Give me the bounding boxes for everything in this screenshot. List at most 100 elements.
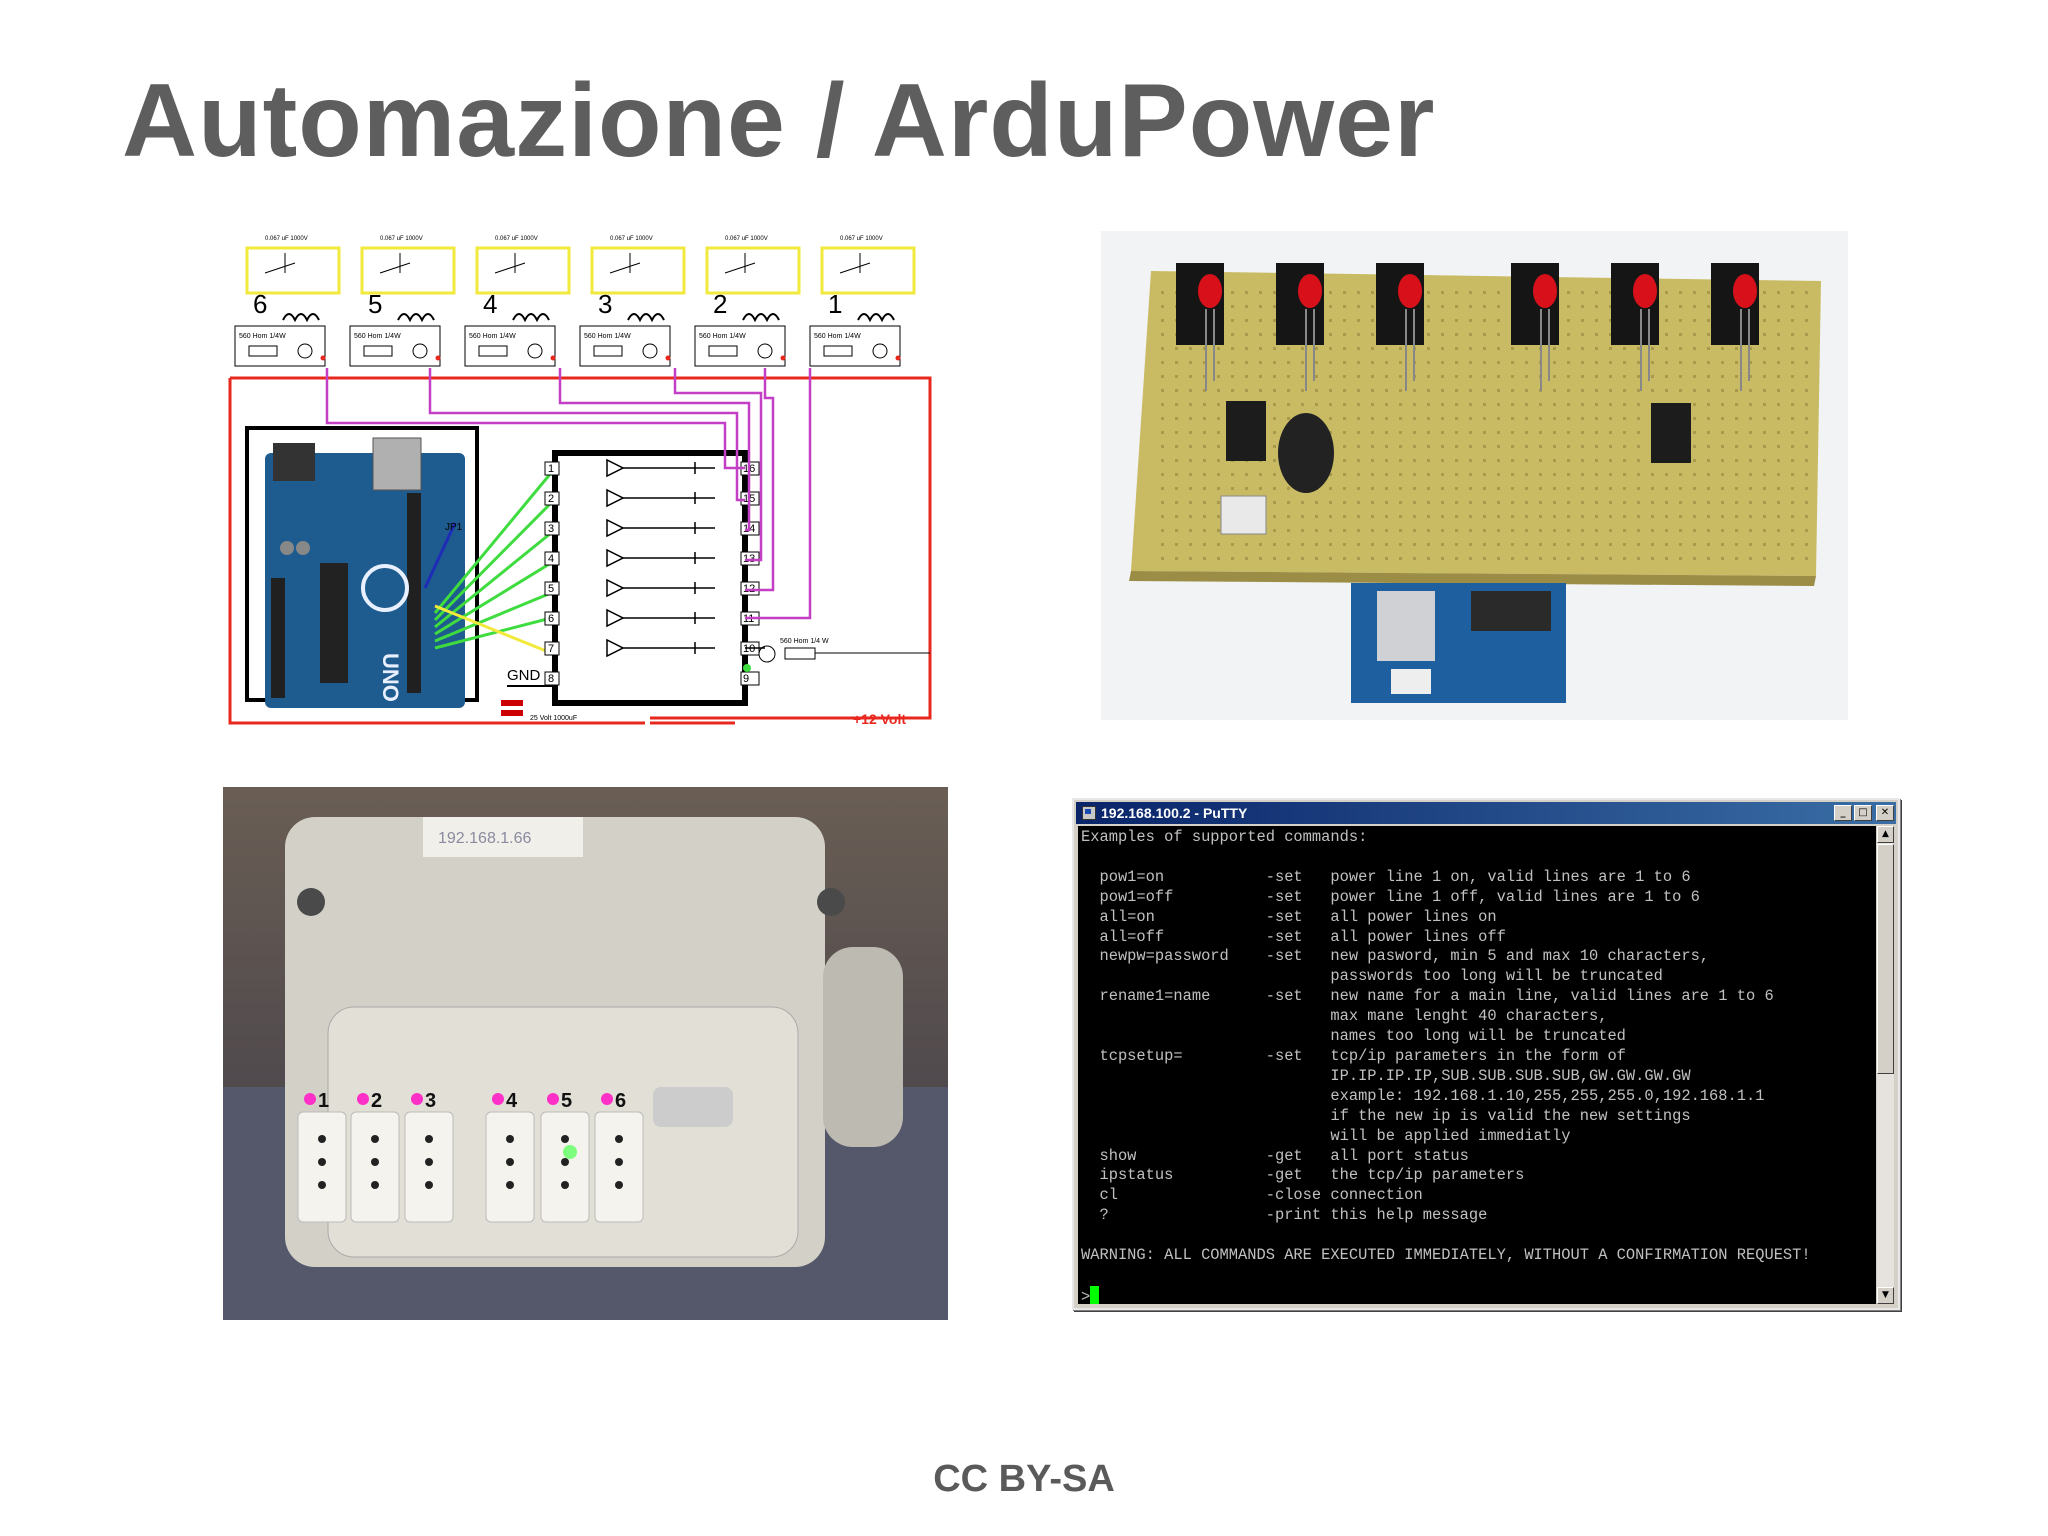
terminal-line: pow1=off -set power line 1 off, valid li… [1081,887,1700,906]
ic-pin-label: 2 [548,493,554,505]
terminal-prompt: > [1081,1287,1091,1304]
resistor-label: 560 Hom 1/4W [469,333,516,340]
terminal-line: all=off -set all power lines off [1081,927,1506,946]
outlet-5: 5 [540,1090,590,1223]
ic-pin-label: 9 [743,673,749,685]
minimize-button[interactable]: _ [1834,805,1852,821]
relay-number: 6 [253,289,267,319]
terminal-line [1081,1226,1876,1246]
svg-text:JP1: JP1 [445,522,463,533]
terminal-text: Examples of supported commands: pow1=on … [1081,828,1876,1286]
terminal-line: Examples of supported commands: [1081,828,1368,846]
terminal-line: all=on -set all power lines on [1081,907,1497,926]
capacitor-label: 0.067 uF 1000V [610,236,653,242]
ic-pin-label: 5 [548,583,554,595]
slide-title: Automazione / ArduPower [122,63,1436,179]
terminal-line: ipstatus -get the tcp/ip parameters [1081,1166,1525,1185]
outlet-number: 2 [371,1090,382,1112]
outlet-number: 3 [425,1090,436,1112]
relay-5: 0.067 uF 1000V 5 560 Hom 1/4W [349,236,456,367]
outlet-number: 5 [561,1090,572,1112]
capacitor-label: 0.067 uF 1000V [265,236,308,242]
outlet-number: 4 [506,1090,518,1112]
license-footer: CC BY-SA [933,1458,1115,1500]
relay-number: 1 [828,289,842,319]
terminal-line: names too long will be truncated [1081,1027,1626,1046]
ic-pin-label: 10 [743,643,755,655]
outlet-3: 3 [404,1090,454,1223]
terminal-line: WARNING: ALL COMMANDS ARE EXECUTED IMMED… [1081,1246,1811,1265]
relay-2: 0.067 uF 1000V 2 560 Hom 1/4W [694,236,801,367]
terminal-line: example: 192.168.1.10,255,255,255.0,192.… [1081,1086,1765,1105]
outlet-1: 1 [297,1090,347,1223]
terminal-line [1081,1266,1876,1286]
relay-1: 0.067 uF 1000V 1 560 Hom 1/4W [809,236,916,367]
terminal-line [1081,848,1876,868]
terminal-line: max mane lenght 40 characters, [1081,1007,1608,1026]
relay-number: 4 [483,289,497,319]
relay-number: 2 [713,289,727,319]
arduino-uno-board: UNO [265,437,465,708]
relay-number: 3 [598,289,612,319]
relay-board-drawing [1101,231,1848,720]
ic-pin-label: 7 [548,643,554,655]
svg-text:560 Hom 1/4 W: 560 Hom 1/4 W [780,638,829,645]
outlet-2: 2 [350,1090,400,1223]
terminal-line: tcpsetup= -set tcp/ip parameters in the … [1081,1046,1626,1065]
svg-text:192.168.1.66: 192.168.1.66 [438,830,532,847]
putty-titlebar[interactable]: 192.168.100.2 - PuTTY _ □ ✕ [1076,802,1896,824]
resistor-label: 560 Hom 1/4W [699,333,746,340]
outlet-6: 6 [594,1090,644,1223]
capacitor-label: 0.067 uF 1000V [380,236,423,242]
resistor-label: 560 Hom 1/4W [584,333,631,340]
resistor-label: 560 Hom 1/4W [239,333,286,340]
resistor-label: 560 Hom 1/4W [814,333,861,340]
outlet-number: 6 [615,1090,626,1112]
terminal-line: IP.IP.IP.IP,SUB.SUB.SUB.SUB,GW.GW.GW.GW [1081,1066,1691,1085]
capacitor-label: 0.067 uF 1000V [495,236,538,242]
vertical-scrollbar[interactable]: ▲ ▼ [1877,826,1894,1304]
svg-text:+12 Volt: +12 Volt [853,711,906,727]
capacitor-label: 0.067 uF 1000V [840,236,883,242]
ic-pin-label: 1 [548,463,554,475]
terminal-line: passwords too long will be truncated [1081,967,1663,986]
relay-board-photo [1101,231,1848,720]
relay-3: 0.067 uF 1000V 3 560 Hom 1/4W [579,236,686,367]
resistor-label: 560 Hom 1/4W [354,333,401,340]
ic-pin-label: 4 [548,553,554,565]
capacitor-label: 0.067 uF 1000V [725,236,768,242]
scroll-up-arrow-icon[interactable]: ▲ [1877,826,1894,843]
svg-text:25 Volt 1000uF: 25 Volt 1000uF [530,715,577,722]
relay-number: 5 [368,289,382,319]
terminal-line: pow1=on -set power line 1 on, valid line… [1081,867,1691,886]
scroll-down-arrow-icon[interactable]: ▼ [1877,1287,1894,1304]
terminal-line: ? -print this help message [1081,1206,1488,1225]
outlet-4: 4 [485,1090,535,1223]
ic-pin-label: 6 [548,613,554,625]
outlet-number: 1 [318,1090,329,1112]
putty-icon[interactable] [1082,806,1096,820]
scrollbar-thumb[interactable] [1877,844,1894,1074]
terminal-output[interactable]: Examples of supported commands: pow1=on … [1078,826,1876,1304]
terminal-line: rename1=name -set new name for a main li… [1081,987,1774,1006]
power-box-photo: 192.168.1.66 1 2 3 4 5 6 [223,787,948,1320]
putty-window[interactable]: 192.168.100.2 - PuTTY _ □ ✕ Examples of … [1072,798,1900,1310]
close-button[interactable]: ✕ [1876,805,1894,821]
terminal-line: if the new ip is valid the new settings [1081,1106,1691,1125]
svg-text:UNO: UNO [378,653,403,702]
maximize-button[interactable]: □ [1854,805,1872,821]
relay-6: 0.067 uF 1000V 6 560 Hom 1/4W [234,236,341,367]
putty-window-title: 192.168.100.2 - PuTTY [1101,805,1248,821]
terminal-cursor [1090,1285,1100,1304]
terminal-line: show -get all port status [1081,1146,1469,1165]
ic-pin-label: 3 [548,523,554,535]
terminal-line: will be applied immediatly [1081,1126,1571,1145]
relay-4: 0.067 uF 1000V 4 560 Hom 1/4W [464,236,571,367]
svg-text:GND: GND [507,667,541,684]
power-box-drawing: 192.168.1.66 1 2 3 4 5 6 [223,787,948,1320]
terminal-line: cl -close connection [1081,1186,1423,1205]
ic-pin-label: 8 [548,673,554,685]
terminal-line: newpw=password -set new pasword, min 5 a… [1081,947,1710,966]
